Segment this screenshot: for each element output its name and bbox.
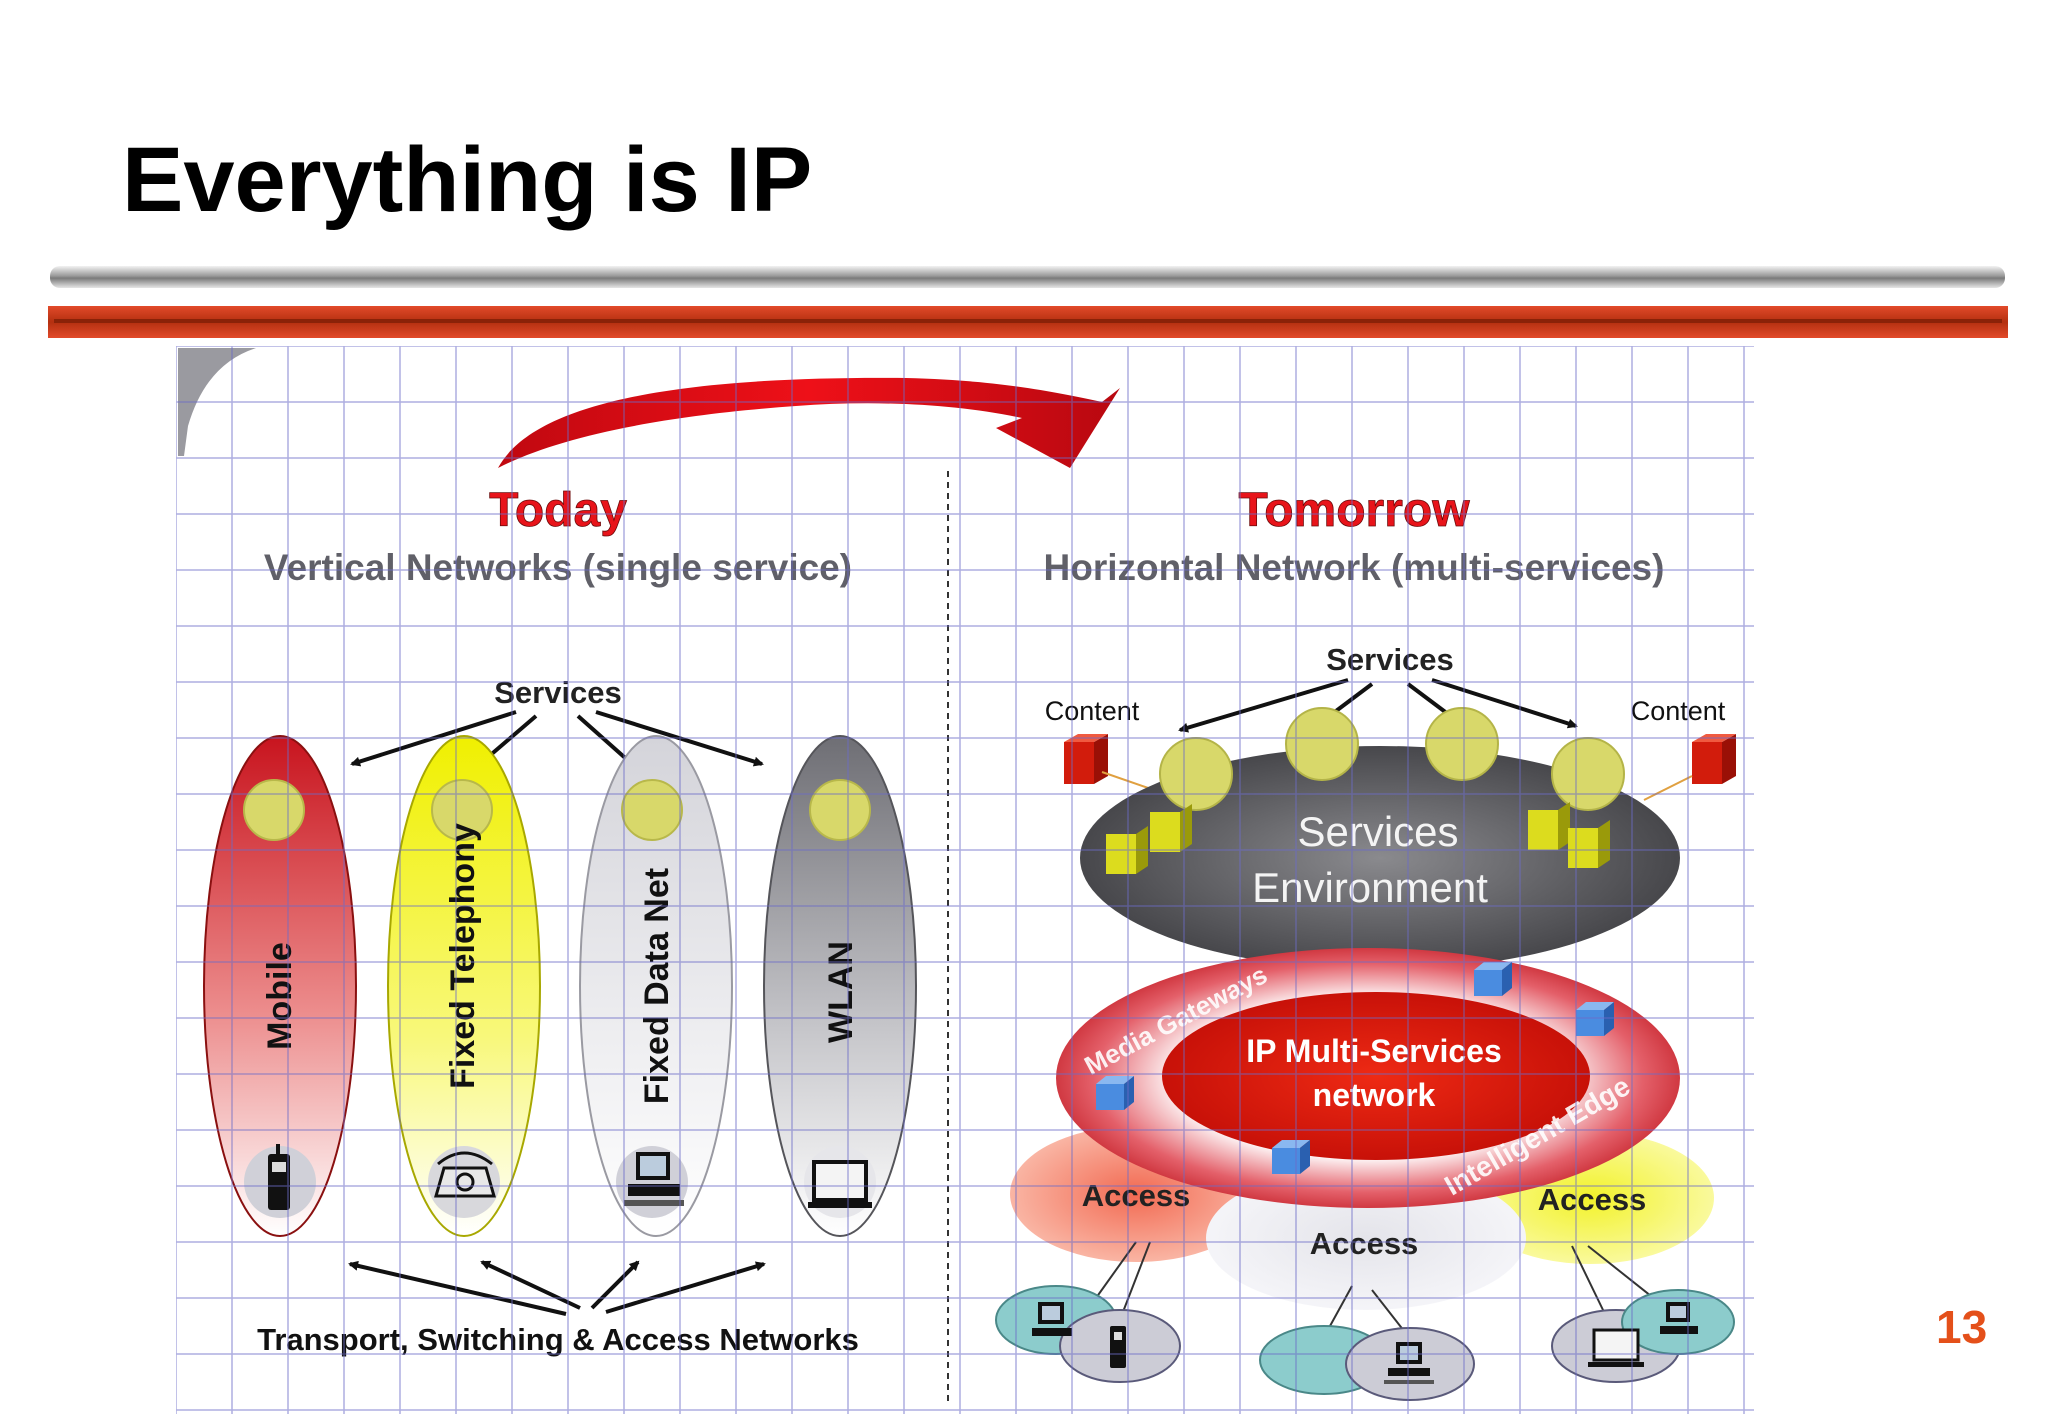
desktop-computer-icon (1032, 1302, 1072, 1336)
access-label-right: Access (1538, 1182, 1647, 1217)
silo-label-wlan: WLAN (822, 941, 860, 1043)
device-group-left (995, 1285, 1181, 1383)
service-cubes-right (1528, 802, 1610, 868)
mobile-phone-icon (1110, 1326, 1126, 1368)
telephone-icon (434, 1151, 496, 1198)
today-heading: Today (489, 484, 627, 537)
laptop-icon (1588, 1328, 1644, 1367)
corner-swoosh (178, 348, 256, 456)
tomorrow-services-label: Services (1326, 642, 1454, 677)
device-group-right (1551, 1289, 1735, 1383)
today-services-label: Services (494, 675, 622, 710)
desktop-computer-icon (624, 1152, 684, 1206)
slide-title: Everything is IP (122, 129, 813, 231)
ip-multi-services-core (1162, 992, 1590, 1160)
transition-arrow (498, 377, 1120, 468)
content-cube-left (1064, 734, 1108, 784)
silo-label-fixed-telephony: Fixed Telephony (444, 823, 482, 1089)
title-divider-red (48, 306, 2008, 338)
tomorrow-subheading: Horizontal Network (multi-services) (1044, 547, 1665, 588)
silo-label-fixed-data-net: Fixed Data Net (638, 868, 676, 1104)
silo-wlan: WLAN (763, 735, 917, 1237)
content-cube-right (1692, 734, 1736, 784)
core-label-line1: IP Multi-Services (1246, 1033, 1502, 1069)
device-group-middle (1259, 1325, 1475, 1401)
silo-fixed-telephony: Fixed Telephony (387, 735, 541, 1237)
page-number: 13 (1936, 1301, 1988, 1353)
network-evolution-diagram: Today Vertical Networks (single service)… (176, 346, 1754, 1414)
today-transport-arrows (348, 1260, 766, 1316)
today-transport-label: Transport, Switching & Access Networks (257, 1322, 859, 1357)
grid-overlay (176, 346, 1754, 1414)
service-circles (1159, 707, 1625, 811)
core-label-line2: network (1313, 1077, 1436, 1113)
gateway-cubes (1096, 962, 1614, 1174)
content-label-right: Content (1631, 696, 1726, 726)
services-environment-label-line2: Environment (1252, 864, 1488, 911)
access-label-left: Access (1082, 1178, 1191, 1213)
services-environment (1080, 746, 1680, 970)
silo-fixed-data-net: Fixed Data Net (579, 735, 733, 1237)
services-environment-label-line1: Services (1297, 808, 1458, 855)
desktop-computer-icon (1660, 1302, 1698, 1334)
title-divider-gray (50, 266, 2005, 288)
today-subheading: Vertical Networks (single service) (264, 547, 852, 588)
mobile-phone-icon (268, 1144, 290, 1210)
laptop-icon (808, 1160, 872, 1208)
content-label-left: Content (1045, 696, 1140, 726)
desktop-computer-icon (1384, 1342, 1434, 1384)
access-label-middle: Access (1310, 1226, 1419, 1261)
silo-mobile: Mobile (203, 735, 357, 1237)
silo-label-mobile: Mobile (261, 942, 299, 1050)
tomorrow-heading: Tomorrow (1238, 484, 1470, 537)
